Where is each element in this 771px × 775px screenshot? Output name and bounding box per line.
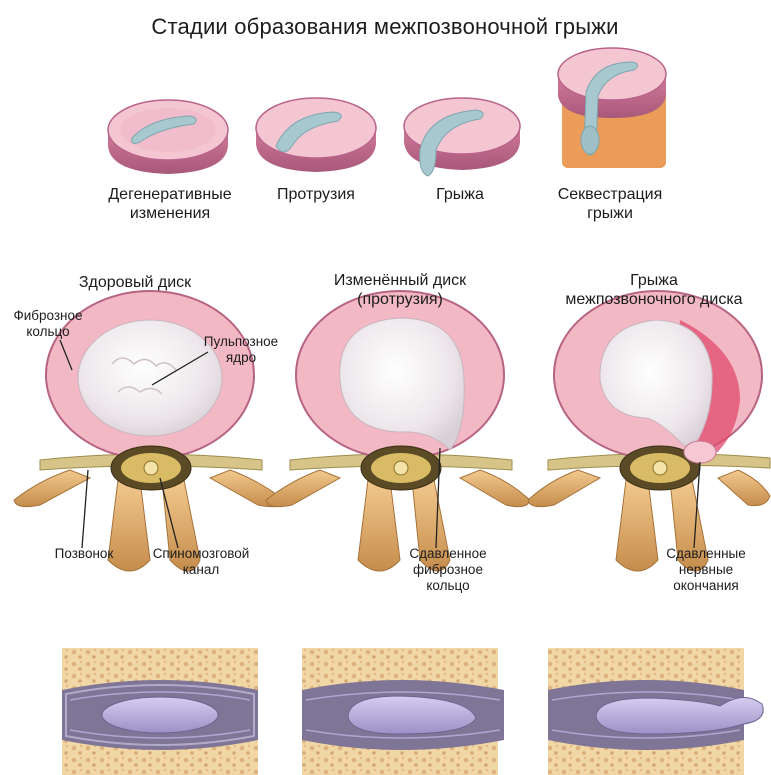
caption-herniated-disc: Грыжа межпозвоночного диска [565, 272, 743, 308]
callout-compressed-nerves: Сдавленные нервные окончания [666, 546, 746, 593]
callout-vertebra: Позвонок [54, 546, 114, 561]
caption-changed-disc: Изменённый диск (протрузия) [333, 272, 467, 308]
callout-annulus: Фиброзное кольцо [13, 308, 83, 339]
stage-label-degenerative: Дегенеративные изменения [108, 186, 232, 222]
cross-section-healthy [13, 290, 285, 572]
callout-compressed-annulus: Сдавленное фиброзное кольцо [409, 546, 487, 593]
side-view-healthy [62, 648, 258, 775]
stage-label-protrusion: Протрузия [277, 186, 355, 203]
cross-section-protrusion [265, 290, 531, 572]
cross-section-herniation [527, 290, 771, 572]
callout-lines [59, 339, 701, 549]
stage-disc-sequestration [557, 47, 667, 168]
side-view-protrusion [302, 648, 504, 775]
callout-nucleus: Пульпозное ядро [203, 334, 279, 365]
caption-healthy-disc: Здоровый диск [78, 274, 192, 291]
stage-disc-protrusion [255, 97, 377, 172]
stage-label-sequestration: Секвестрация грыжи [557, 186, 663, 222]
stage-disc-degenerative [107, 99, 229, 174]
page-title: Стадии образования межпозвоночной грыжи [151, 14, 619, 39]
stage-label-hernia: Грыжа [436, 186, 484, 203]
stage-disc-hernia [403, 97, 521, 177]
callout-spinal-canal: Спиномозговой канал [152, 546, 250, 577]
side-view-herniation [548, 648, 764, 775]
